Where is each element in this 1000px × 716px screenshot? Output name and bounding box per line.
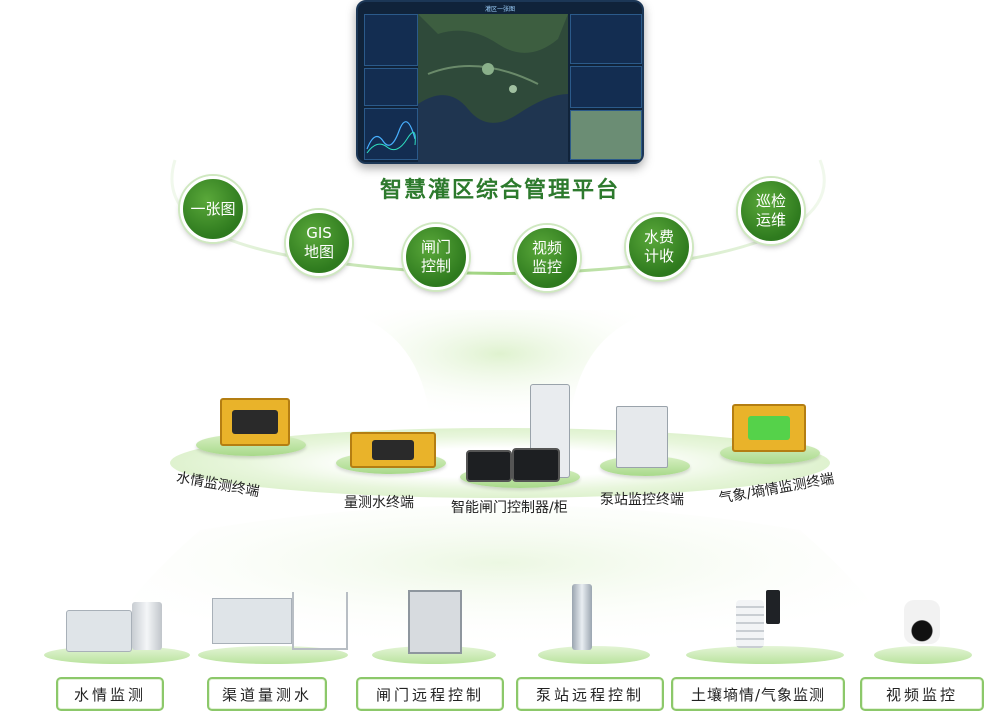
module-gis-map[interactable]: GIS 地图 <box>286 210 352 276</box>
base-pad-4 <box>538 646 650 664</box>
pump-cabinet-device <box>616 406 668 468</box>
gate-controller-screen-2 <box>512 448 560 482</box>
screen-left-panel-mid <box>364 68 418 106</box>
screen-right-panel-top <box>570 14 642 64</box>
app-gate-remote[interactable]: 闸门远程控制 <box>356 677 504 711</box>
satellite-map-image <box>418 14 568 162</box>
water-sensor-device <box>66 610 132 652</box>
gate-controller-screen-1 <box>466 450 512 482</box>
screen-left-panel-top <box>364 14 418 66</box>
base-pad-5 <box>686 646 844 664</box>
module-one-map[interactable]: 一张图 <box>180 176 246 242</box>
label-measure-terminal: 量测水终端 <box>344 495 414 511</box>
rain-gauge-device <box>132 602 162 650</box>
platform-title: 智慧灌区综合管理平台 <box>379 178 620 203</box>
weather-station-device <box>736 600 764 648</box>
module-inspection[interactable]: 巡检 运维 <box>738 178 804 244</box>
water-terminal-device <box>220 398 290 446</box>
measure-terminal-device <box>350 432 436 468</box>
app-soil-weather[interactable]: 土壤墒情/气象监测 <box>671 677 845 711</box>
dashboard-screen: 灌区一张图 <box>356 0 644 164</box>
module-video-monitor[interactable]: 视频 监控 <box>514 225 580 291</box>
app-water-monitor[interactable]: 水情监测 <box>56 677 164 711</box>
screen-right-photo <box>570 110 642 160</box>
channel-frame-device <box>292 592 348 650</box>
screen-title: 灌区一张图 <box>484 6 515 13</box>
label-pump-terminal: 泵站监控终端 <box>600 492 684 508</box>
base-pad-3 <box>372 646 496 664</box>
pump-device <box>572 584 592 650</box>
weather-terminal-device <box>732 404 806 452</box>
soil-sensor-device <box>766 590 780 624</box>
module-water-fee[interactable]: 水费 计收 <box>626 214 692 280</box>
app-video-monitor[interactable]: 视频监控 <box>860 677 984 711</box>
screen-right-panel-mid <box>570 66 642 108</box>
screen-wave-chart <box>366 121 416 154</box>
app-channel-measure[interactable]: 渠道量测水 <box>207 677 327 711</box>
app-pump-remote[interactable]: 泵站远程控制 <box>516 677 664 711</box>
base-pad-6 <box>874 646 972 664</box>
base-pad-2 <box>198 646 348 664</box>
channel-flume-device <box>212 598 292 644</box>
ptz-camera-device <box>904 600 940 644</box>
gate-device <box>408 590 462 654</box>
label-gate-controller: 智能闸门控制器/柜 <box>451 500 568 516</box>
screen-left-panel-bottom <box>364 108 418 160</box>
module-gate-control[interactable]: 闸门 控制 <box>403 224 469 290</box>
